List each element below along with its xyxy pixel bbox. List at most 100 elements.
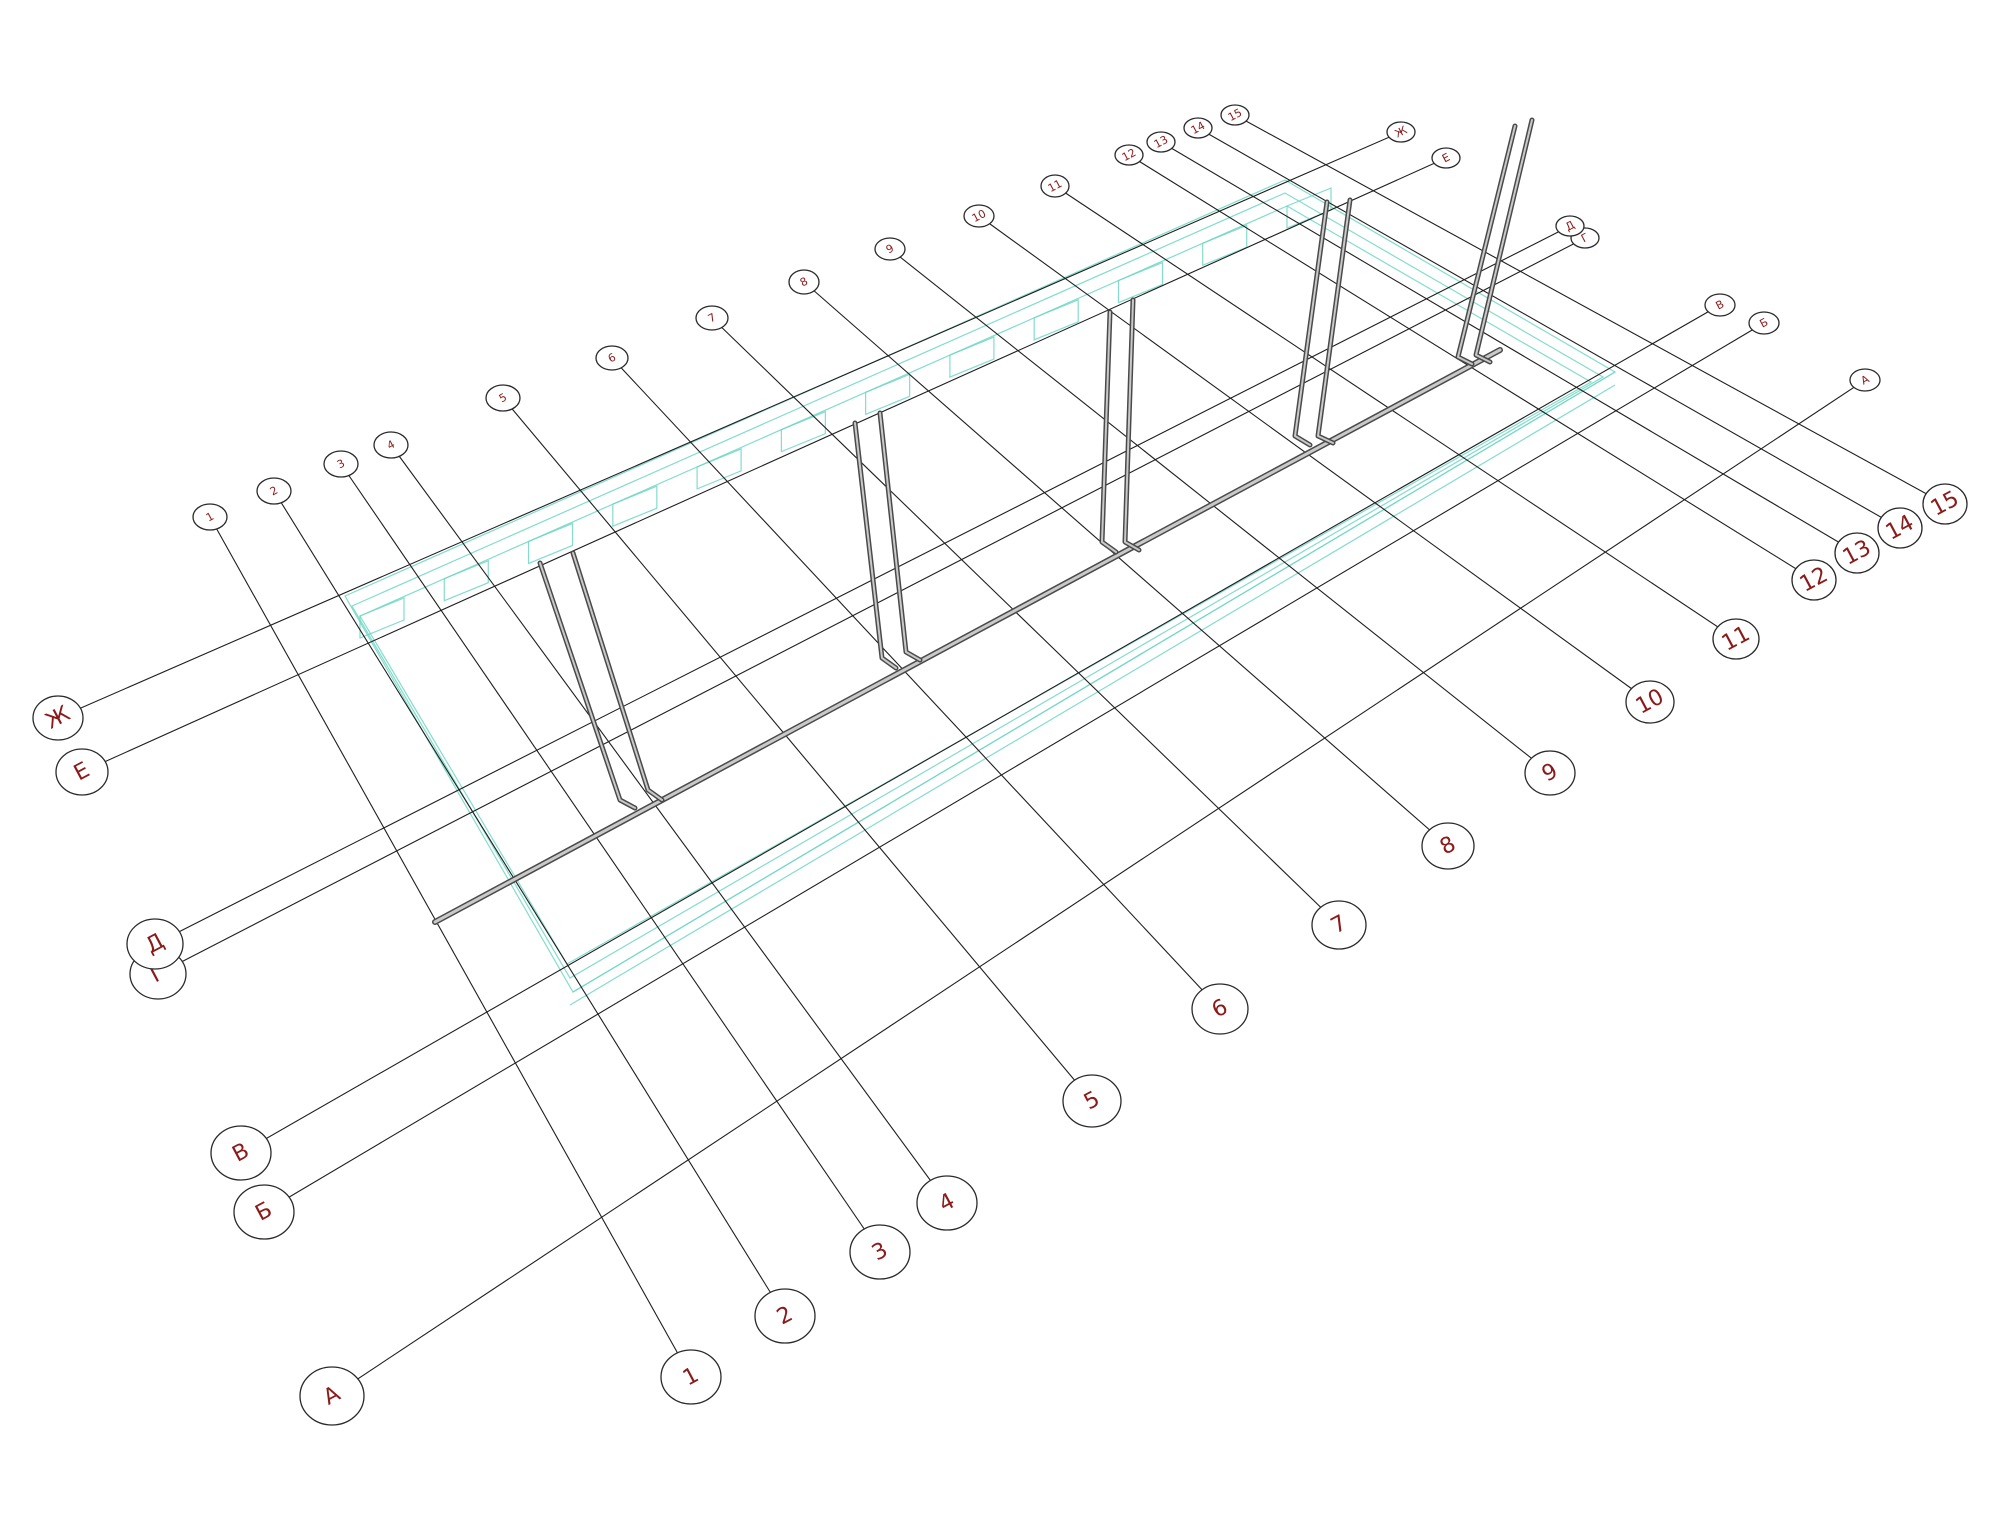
axis-bubble-circle xyxy=(1834,532,1880,574)
column-axis-line-3 xyxy=(340,463,881,1253)
row-bubble-far-Zh: Ж xyxy=(1386,121,1416,143)
column-bubble-far-12: 12 xyxy=(1114,144,1144,166)
axis-bubble-circle xyxy=(1922,483,1968,525)
column-bubble-near-14: 14 xyxy=(1877,507,1923,549)
footing-block xyxy=(1202,224,1248,267)
axis-bubble-circle xyxy=(1183,117,1213,139)
column-axis-label-11: 11 xyxy=(1046,177,1064,195)
column-axis-line-5 xyxy=(502,397,1093,1102)
column-bubble-near-1: 1 xyxy=(660,1349,722,1405)
axis-bubble-circle xyxy=(1704,293,1736,317)
row-bubble-near-D: Д xyxy=(126,918,184,970)
column-axis-line-8 xyxy=(803,281,1449,847)
riser-pipe-highlight xyxy=(572,552,663,801)
column-axis-line-10 xyxy=(978,215,1651,703)
row-bubble-near-V: В xyxy=(210,1125,272,1181)
axis-bubbles-group: 1122334455667788991010111112121313141415… xyxy=(32,104,1968,1426)
column-bubble-near-15: 15 xyxy=(1922,483,1968,525)
axis-bubble-circle xyxy=(1114,144,1144,166)
column-axis-label-15: 15 xyxy=(1226,106,1244,124)
axis-bubble-circle xyxy=(323,450,359,478)
axis-bubble-circle xyxy=(595,345,629,371)
axis-bubble-circle xyxy=(485,384,521,412)
axis-bubble-circle xyxy=(1748,311,1780,335)
row-axis-line-V xyxy=(240,304,1721,1154)
column-bubble-near-6: 6 xyxy=(1191,983,1249,1035)
row-bubble-far-D: Д xyxy=(1555,215,1585,237)
axis-bubble-circle xyxy=(299,1366,365,1426)
footing-block xyxy=(949,336,995,378)
row-bubble-near-E: Е xyxy=(55,748,109,796)
axis-bubble-circle xyxy=(695,305,729,331)
column-bubble-near-8: 8 xyxy=(1421,822,1475,870)
column-bubble-near-12: 12 xyxy=(1791,559,1837,601)
foundation-outline xyxy=(359,205,1593,965)
column-axis-line-2 xyxy=(273,490,786,1317)
front-beam-edge xyxy=(572,371,1616,993)
riser-pipe xyxy=(877,410,923,663)
axis-bubble-circle xyxy=(126,918,184,970)
main-pipe-highlight xyxy=(433,348,1502,924)
column-bubble-far-13: 13 xyxy=(1146,131,1176,153)
row-bubble-near-Zh: Ж xyxy=(32,695,84,741)
axis-bubble-circle xyxy=(55,748,109,796)
column-bubble-far-11: 11 xyxy=(1040,174,1070,198)
footing-block xyxy=(527,522,574,565)
footing-block xyxy=(612,485,658,528)
column-axis-label-12: 12 xyxy=(1120,146,1138,164)
axis-bubble-circle xyxy=(1146,131,1176,153)
column-bubble-far-6: 6 xyxy=(595,345,629,371)
axis-bubble-circle xyxy=(233,1184,295,1240)
column-bubble-far-10: 10 xyxy=(963,204,995,228)
column-bubble-near-4: 4 xyxy=(916,1175,978,1231)
row-bubble-far-E: Е xyxy=(1431,147,1461,169)
riser-pipe-highlight xyxy=(1317,199,1351,444)
row-bubble-far-B: Б xyxy=(1748,311,1780,335)
column-axis-line-4 xyxy=(390,444,948,1204)
axis-bubble-circle xyxy=(32,695,84,741)
axis-bubble-circle xyxy=(1524,750,1576,796)
riser-pipe-highlight xyxy=(539,562,636,809)
column-bubble-far-3: 3 xyxy=(323,450,359,478)
row-bubble-far-V: В xyxy=(1704,293,1736,317)
axis-bubble-circle xyxy=(1431,147,1461,169)
footing-block xyxy=(780,410,826,453)
column-bubble-near-11: 11 xyxy=(1712,618,1760,660)
column-bubble-near-9: 9 xyxy=(1524,750,1576,796)
footing-block xyxy=(696,448,742,490)
column-axis-line-7 xyxy=(711,317,1340,926)
axis-bubble-circle xyxy=(1040,174,1070,198)
axis-bubble-circle xyxy=(1421,822,1475,870)
axis-bubble-circle xyxy=(788,269,820,295)
axis-bubble-circle xyxy=(849,1224,911,1280)
row-axis-label-Zh: Ж xyxy=(1393,123,1410,140)
row-bubble-near-A: А xyxy=(299,1366,365,1426)
riser-pipe-highlight xyxy=(854,422,897,669)
column-axis-line-6 xyxy=(611,357,1221,1010)
footing-block xyxy=(1033,298,1079,341)
column-bubble-near-3: 3 xyxy=(849,1224,911,1280)
column-bubble-near-7: 7 xyxy=(1311,900,1367,950)
column-axis-line-13 xyxy=(1160,141,1858,554)
riser-pipe-highlight xyxy=(1101,311,1117,553)
axis-bubble-circle xyxy=(916,1175,978,1231)
axis-bubble-circle xyxy=(754,1288,816,1344)
row-axis-line-A xyxy=(331,379,1866,1397)
axis-bubble-circle xyxy=(874,237,906,261)
row-axis-line-G xyxy=(157,237,1586,975)
axis-bubble-circle xyxy=(1849,368,1881,392)
column-bubble-far-4: 4 xyxy=(373,431,409,459)
axis-bubble-circle xyxy=(1062,1074,1122,1128)
row-axis-line-B xyxy=(263,322,1765,1213)
footing-block xyxy=(443,559,489,602)
axis-bubble-circle xyxy=(1555,215,1585,237)
row-axis-line-Zh xyxy=(57,131,1402,719)
column-axis-line-11 xyxy=(1054,185,1737,640)
column-bubble-far-7: 7 xyxy=(695,305,729,331)
riser-pipe-highlight xyxy=(1124,299,1140,551)
axis-bubble-circle xyxy=(660,1349,722,1405)
row-axis-line-E xyxy=(81,157,1447,773)
riser-pipe-highlight xyxy=(879,412,921,661)
